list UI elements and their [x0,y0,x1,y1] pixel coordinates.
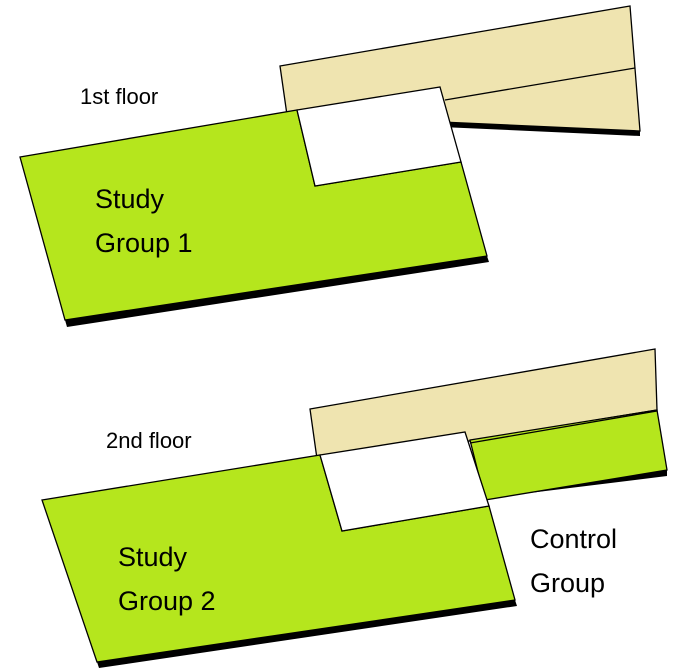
study-group-1-label-line2: Group 1 [95,228,193,258]
control-group-label-line1: Control [530,524,617,554]
floor-2-courtyard [319,431,490,532]
floor-2-plan: 2nd floor Study Group 2 Control Group [41,348,668,668]
floor-1-label: 1st floor [80,84,158,109]
floor-1-study-area-edge [65,256,489,327]
study-group-2-label-line1: Study [118,542,188,572]
floor-1-plan: 1st floor Study Group 1 [19,5,641,327]
study-group-2-label-line2: Group 2 [118,586,216,616]
floor-2-study-area-edge [97,600,517,668]
study-group-1-label-line1: Study [95,184,165,214]
control-group-label-line2: Group [530,568,605,598]
floor-1-courtyard [296,86,462,187]
floor-1-wing-divider [444,67,636,101]
floor-2-wing-divider [469,410,658,444]
floor-2-label: 2nd floor [106,428,192,453]
